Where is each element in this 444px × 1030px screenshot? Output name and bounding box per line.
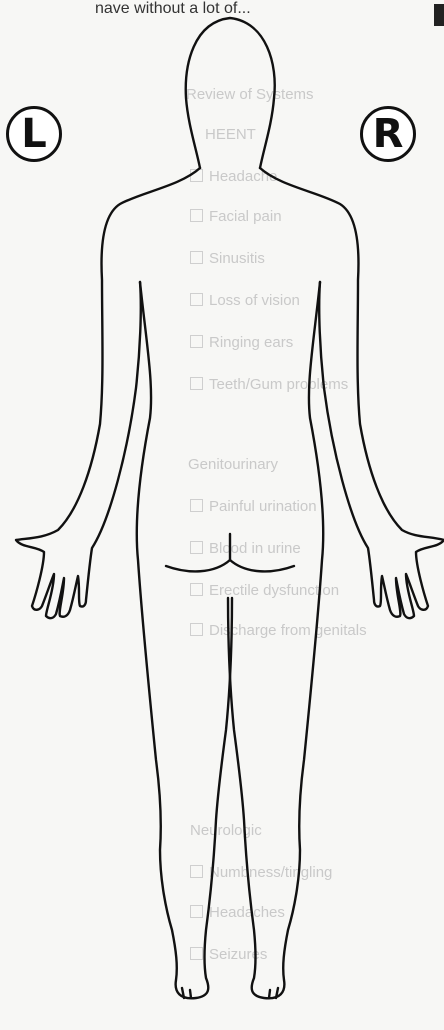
right-arm-outline [260, 168, 444, 618]
left-side-badge: L [6, 106, 62, 162]
right-side-badge: R [360, 106, 416, 162]
right-leg-outline [228, 282, 323, 998]
gluteal-crease [166, 560, 294, 571]
left-foot-detail [182, 988, 191, 998]
right-foot-detail [269, 988, 278, 998]
head-outline [186, 18, 275, 168]
left-leg-outline [137, 282, 232, 998]
left-arm-outline [16, 168, 200, 618]
